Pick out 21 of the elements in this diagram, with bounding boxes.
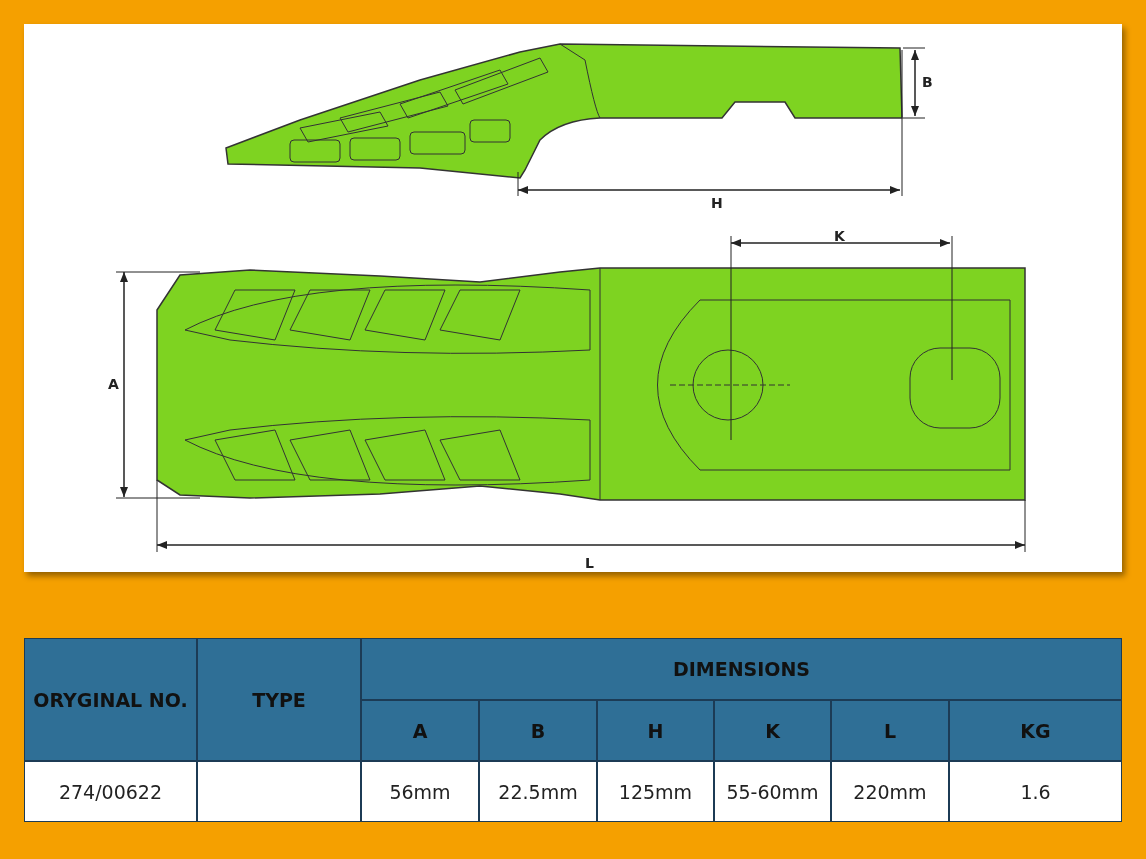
dimension-label: B [922,74,933,90]
table-header-cell: DIMENSIONS [361,638,1122,700]
table-header-cell: B [479,700,597,761]
table-cell: 274/00622 [24,761,197,822]
dimension-label: H [711,195,723,211]
dimension-label: L [585,555,594,571]
table-header-cell: L [831,700,949,761]
dimension-label: A [108,376,119,392]
table-cell: 220mm [831,761,949,822]
table-header-cell: A [361,700,479,761]
table-header-cell: KG [949,700,1122,761]
table-header-cell: H [597,700,714,761]
table-header-cell: K [714,700,831,761]
table-cell: 125mm [597,761,714,822]
dimension-label: K [834,228,845,244]
table-cell: 56mm [361,761,479,822]
table-cell: 22.5mm [479,761,597,822]
table-cell: 1.6 [949,761,1122,822]
table-header-cell: TYPE [197,638,361,761]
table-header-cell: ORYGINAL NO. [24,638,197,761]
table-cell: 55-60mm [714,761,831,822]
